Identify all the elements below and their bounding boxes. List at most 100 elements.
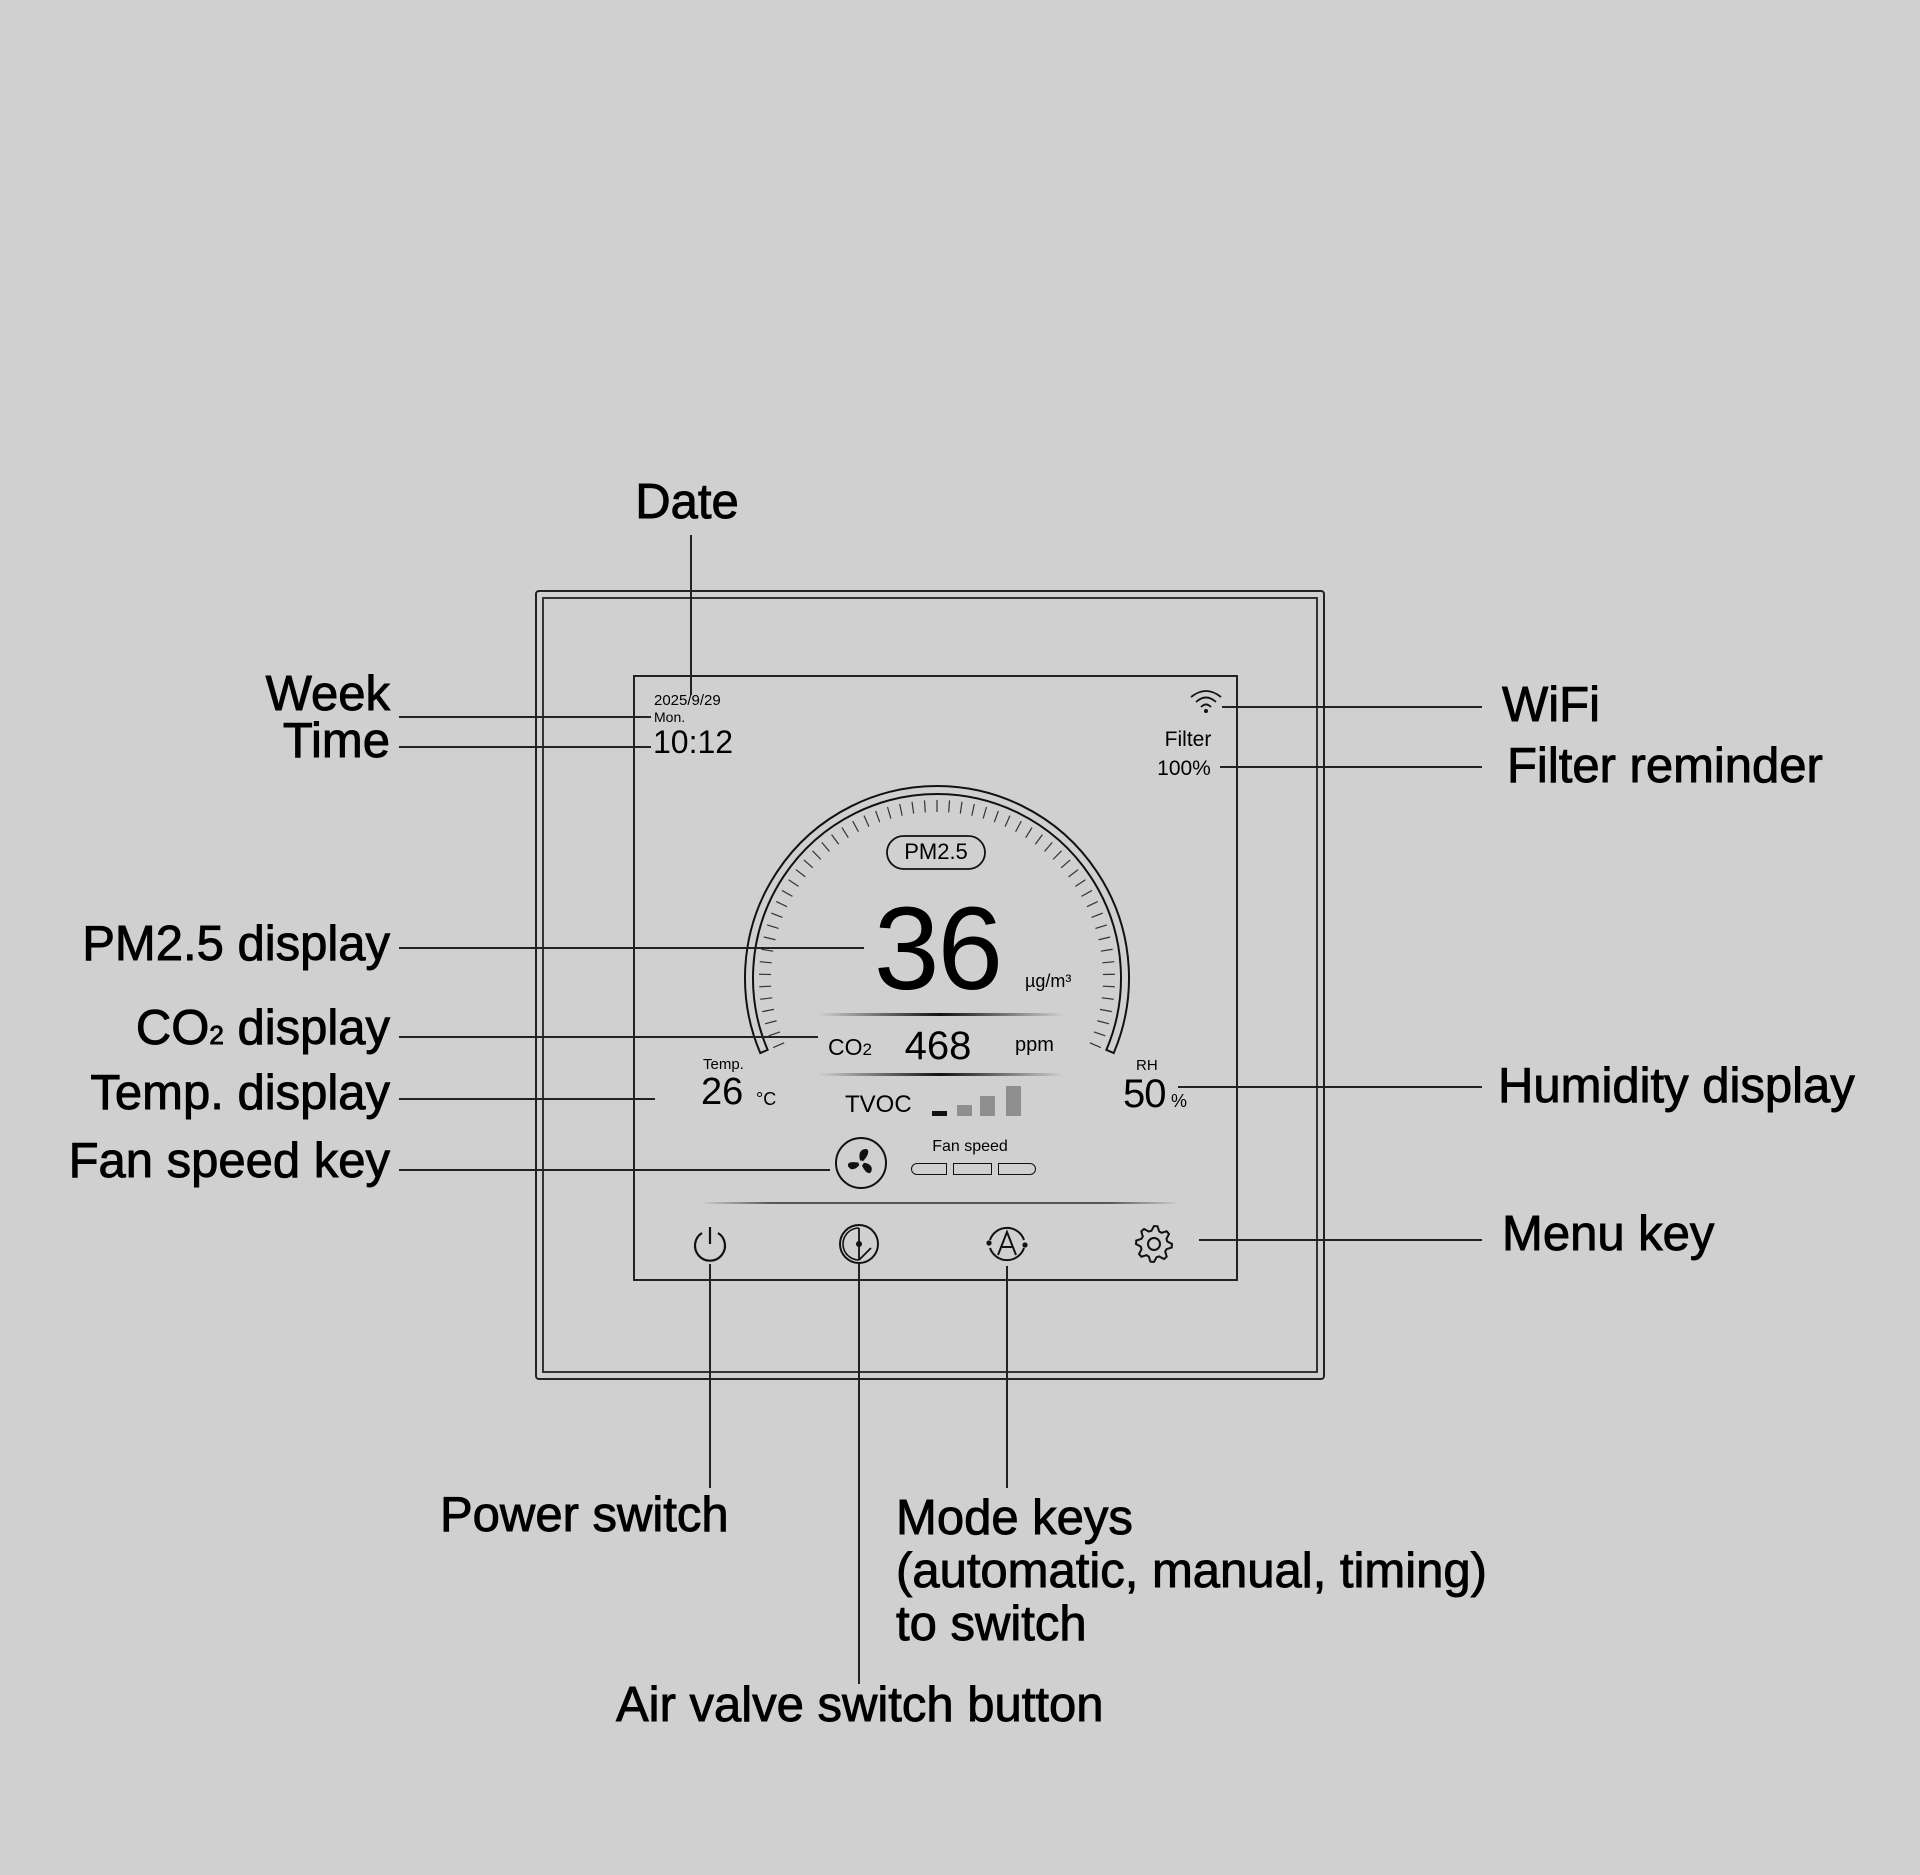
gauge-tick <box>852 820 859 833</box>
temp-leader <box>399 1098 655 1100</box>
tvoc-bar-2 <box>957 1105 972 1116</box>
gauge-tick <box>1015 820 1022 833</box>
gauge-tick <box>1102 961 1115 964</box>
co2-unit: ppm <box>1015 1034 1054 1056</box>
gauge-tick <box>1034 834 1043 845</box>
air-valve-leader <box>858 1264 860 1684</box>
gauge-tick <box>1052 850 1062 860</box>
label-menu: Menu key <box>1502 1207 1715 1261</box>
gauge-tick <box>948 800 951 813</box>
label-date: Date <box>635 475 739 529</box>
time-leader <box>399 746 651 748</box>
device-frame <box>535 590 1325 1380</box>
gauge-tick <box>761 948 774 952</box>
gear-icon[interactable] <box>1133 1223 1175 1265</box>
label-mode-3: to switch <box>896 1597 1088 1651</box>
menu-leader <box>1199 1239 1482 1241</box>
gauge-tick <box>923 800 926 813</box>
gauge-tick <box>1095 924 1108 930</box>
device-inner-frame <box>542 597 1318 1373</box>
temp-value: 26 <box>701 1071 744 1113</box>
label-temp: Temp. display <box>90 1066 390 1120</box>
time-value: 10:12 <box>653 724 734 760</box>
gauge-tick <box>1097 1020 1110 1025</box>
label-humidity: Humidity display <box>1498 1059 1856 1113</box>
wifi-icon <box>1190 690 1222 713</box>
gauge-tick <box>1100 948 1113 952</box>
co2-leader <box>399 1036 818 1038</box>
label-time: Time <box>282 714 390 768</box>
tvoc-bar-1 <box>932 1111 947 1116</box>
filter-leader <box>1220 766 1482 768</box>
gauge-tick <box>831 834 840 845</box>
label-co2: CO2 display <box>135 1001 390 1055</box>
gauge-tick <box>772 1042 785 1049</box>
gauge-tick <box>993 810 999 823</box>
tvoc-label: TVOC <box>845 1091 912 1118</box>
date-leader <box>690 535 692 695</box>
divider-top <box>818 1013 1063 1016</box>
gauge-ticks <box>759 800 1115 1049</box>
gauge-tick <box>1044 841 1053 852</box>
gauge-tick <box>1004 815 1011 827</box>
auto-mode-icon[interactable] <box>985 1222 1029 1266</box>
gauge-tick <box>959 801 963 814</box>
gauge-tick <box>982 806 988 819</box>
week-value: Mon. <box>654 709 686 725</box>
fan-speed-label: Fan speed <box>932 1138 1008 1155</box>
gauge-tick <box>821 841 830 852</box>
pm25-badge: PM2.5 <box>904 839 968 864</box>
temp-label: Temp. <box>703 1056 744 1073</box>
gauge-tick <box>762 1008 775 1013</box>
gauge-tick <box>1098 936 1111 941</box>
power-icon[interactable] <box>690 1224 730 1264</box>
humidity-leader <box>1178 1086 1482 1088</box>
pm25-unit: µg/m³ <box>1025 971 1072 991</box>
gauge-tick <box>971 803 975 816</box>
gauge-tick <box>1089 1042 1102 1049</box>
date-value: 2025/9/29 <box>654 692 721 709</box>
gauge-tick <box>1060 859 1071 869</box>
gauge-tick <box>1086 901 1099 908</box>
week-leader <box>399 716 651 718</box>
air-valve-icon[interactable] <box>838 1223 880 1265</box>
fan-speed-segment-2[interactable] <box>953 1163 992 1175</box>
pm25-leader <box>399 947 864 949</box>
rh-label: RH <box>1136 1057 1158 1074</box>
tvoc-bar-4 <box>1006 1086 1021 1116</box>
gauge-tick <box>1091 912 1103 919</box>
gauge-tick <box>781 889 793 897</box>
label-power: Power switch <box>440 1488 730 1542</box>
gauge-tick <box>1102 985 1115 988</box>
co2-label: CO2 <box>828 1034 872 1060</box>
gauge-tick <box>764 1020 777 1025</box>
tvoc-bar-3 <box>980 1096 995 1116</box>
wifi-leader <box>1222 706 1482 708</box>
rh-unit: % <box>1171 1091 1188 1111</box>
label-air-valve: Air valve switch button <box>616 1678 1104 1732</box>
pm25-value: 36 <box>873 883 1003 1015</box>
gauge-tick <box>841 827 849 838</box>
gauge-tick <box>812 850 822 860</box>
gauge-tick <box>1099 1008 1112 1013</box>
gauge-tick <box>771 912 783 919</box>
filter-value: 100% <box>1157 757 1211 780</box>
gauge-tick <box>766 924 779 930</box>
gauge-tick <box>911 801 915 814</box>
gauge-tick <box>759 961 772 964</box>
fan-icon[interactable] <box>834 1136 888 1190</box>
gauge-tick <box>1081 889 1093 897</box>
gauge-tick <box>899 803 903 816</box>
device-screen <box>633 675 1238 1281</box>
gauge-tick <box>1025 827 1033 838</box>
fan-speed-segment-1[interactable] <box>911 1163 947 1175</box>
gauge-tick <box>795 869 806 878</box>
gauge-tick <box>1101 997 1114 1000</box>
gauge-tick <box>1068 869 1079 878</box>
gauge-tick <box>1093 1031 1106 1037</box>
gauge-tick <box>759 985 772 988</box>
rh-value: 50 <box>1123 1072 1166 1116</box>
fan-speed-segment-3[interactable] <box>998 1163 1036 1175</box>
co2-value: 468 <box>904 1024 972 1068</box>
gauge-tick <box>760 997 773 1000</box>
